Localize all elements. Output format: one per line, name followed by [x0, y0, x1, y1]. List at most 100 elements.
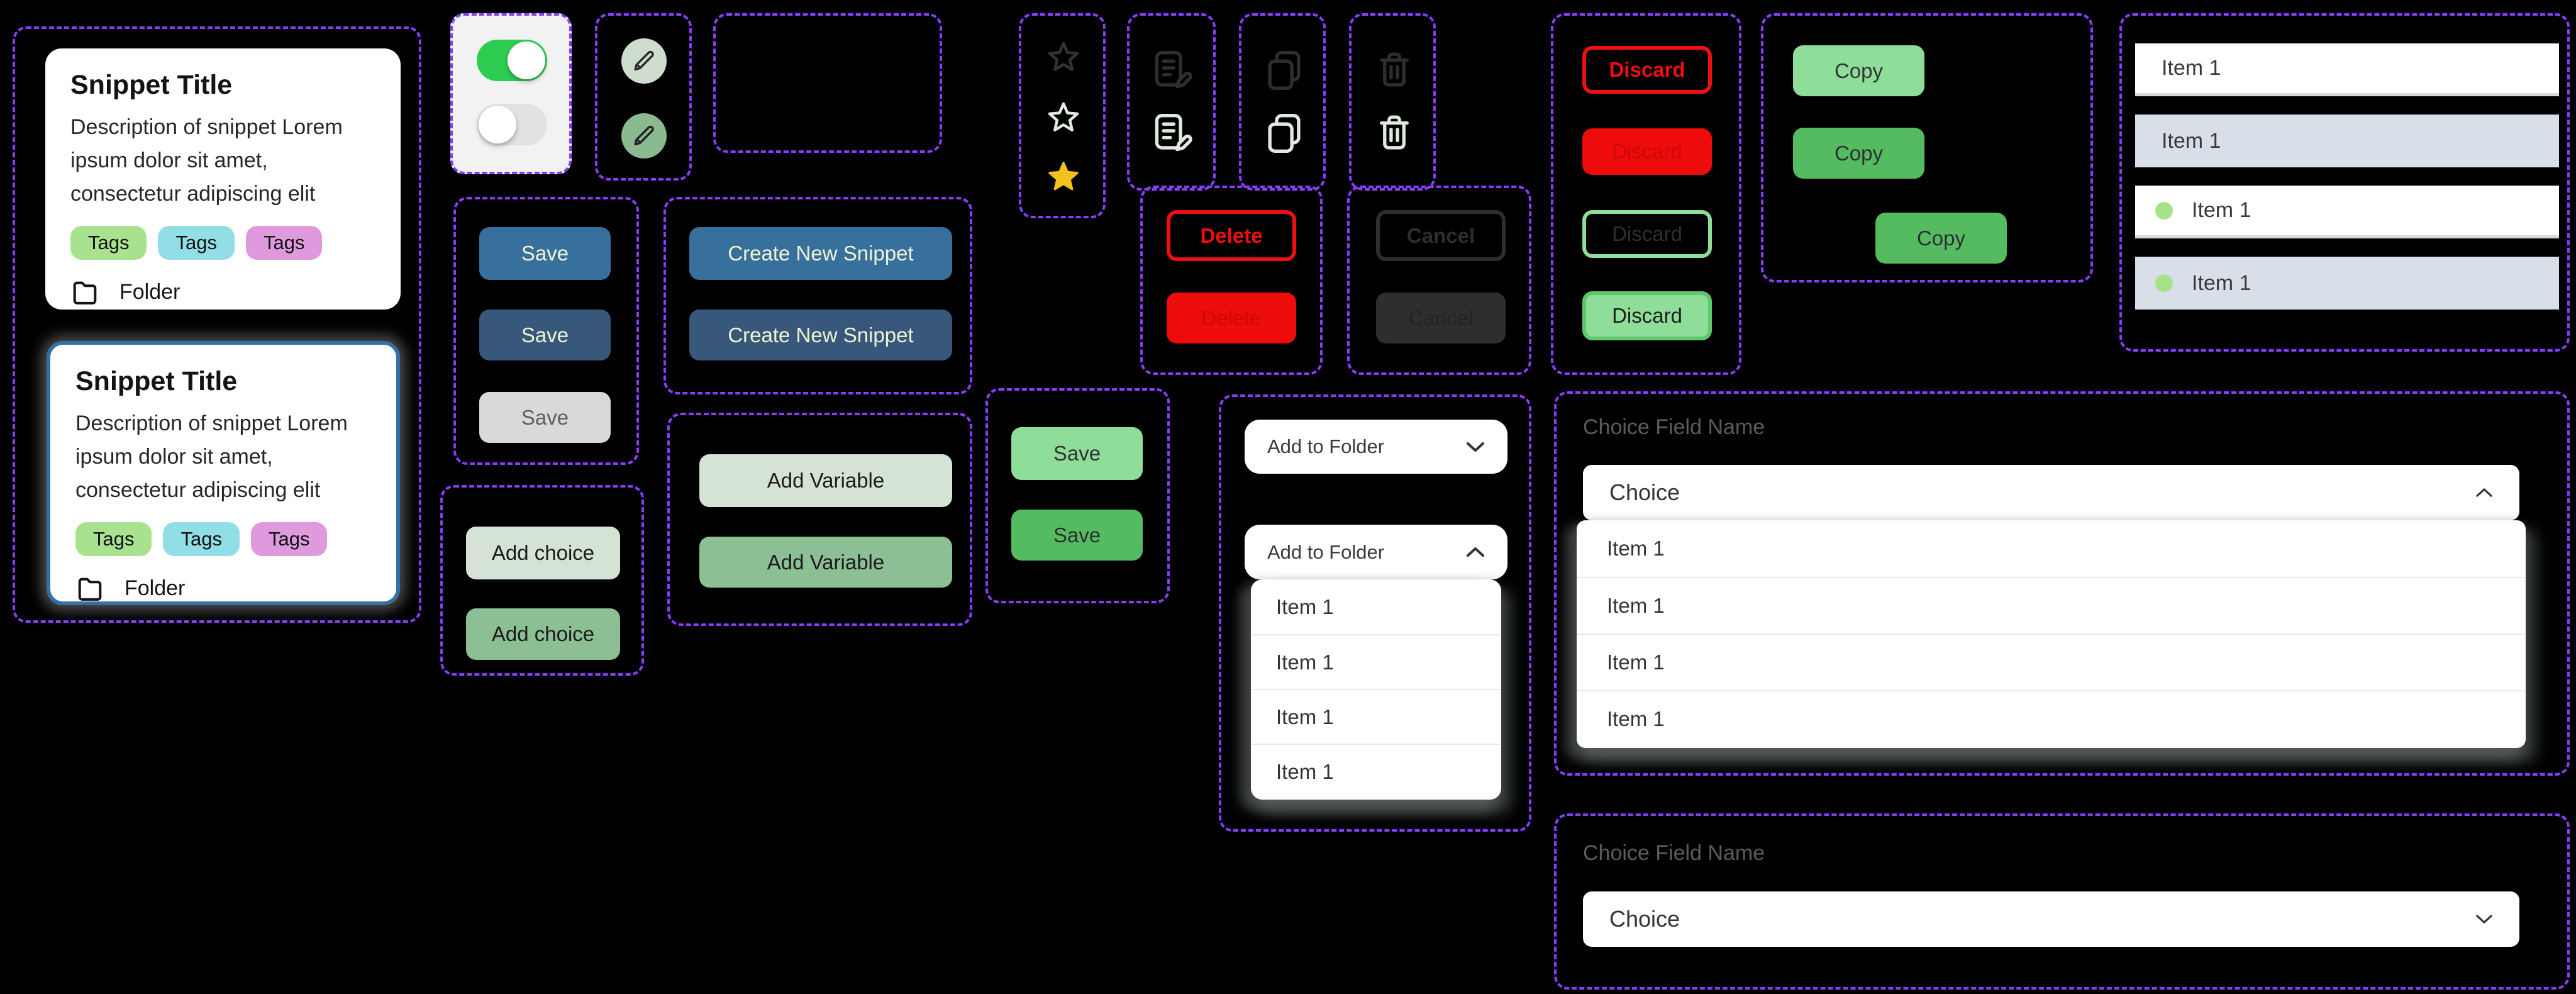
group-choice-field-open: Choice Field Name Choice Item 1 Item 1 I… — [1554, 391, 2570, 776]
list-item[interactable]: Item 1 — [2135, 43, 2559, 96]
group-create-snippet-buttons: Create New Snippet Create New Snippet — [663, 197, 972, 394]
group-save-green-buttons: Save Save — [985, 388, 1170, 603]
tag-chip: Tags — [75, 522, 152, 557]
group-cancel-buttons: Cancel Cancel — [1347, 186, 1531, 375]
group-copy-icon-buttons — [1239, 13, 1326, 191]
copy-button-green[interactable]: Copy — [1793, 128, 1924, 179]
edit-document-button-dark[interactable] — [1151, 48, 1195, 92]
discard-button-outline-red[interactable]: Discard — [1582, 46, 1712, 94]
list-item-with-dot-selected[interactable]: Item 1 — [2135, 257, 2559, 310]
choice-select-open[interactable]: Choice — [1583, 465, 2519, 520]
star-icon — [1046, 40, 1080, 74]
copy-button-green-indented[interactable]: Copy — [1875, 213, 2007, 264]
discard-button-filled-green[interactable]: Discard — [1582, 291, 1712, 340]
snippet-card[interactable]: Snippet Title Description of snippet Lor… — [45, 48, 401, 310]
discard-button-solid-red[interactable]: Discard — [1582, 128, 1712, 175]
list-item-selected[interactable]: Item 1 — [2135, 114, 2559, 167]
add-choice-button-green[interactable]: Add choice — [466, 608, 620, 660]
group-item-list: Item 1 Item 1 Item 1 Item 1 — [2119, 13, 2570, 352]
menu-item[interactable]: Item 1 — [1251, 689, 1501, 744]
group-toggles — [450, 13, 572, 174]
save-button-green[interactable]: Save — [1011, 510, 1143, 561]
trash-button-light[interactable] — [1374, 113, 1415, 154]
group-edit-circle-buttons — [595, 13, 692, 181]
save-button-primary[interactable]: Save — [479, 227, 611, 280]
choice-field-label: Choice Field Name — [1583, 415, 1765, 439]
chevron-up-icon — [1466, 547, 1485, 557]
delete-button-outline[interactable]: Delete — [1167, 210, 1296, 261]
menu-item[interactable]: Item 1 — [1607, 537, 1665, 560]
trash-button-dark[interactable] — [1374, 50, 1415, 91]
group-copy-buttons: Copy Copy Copy — [1761, 13, 2093, 282]
snippet-description: Description of snippet Lorem ipsum dolor… — [75, 411, 348, 503]
edit-button-light[interactable] — [621, 38, 667, 84]
tag-chip: Tags — [158, 226, 235, 260]
tag-list: Tags Tags Tags — [75, 522, 371, 557]
list-item-label: Item 1 — [2192, 271, 2251, 295]
toggle-knob — [508, 42, 545, 79]
menu-item[interactable]: Item 1 — [1577, 577, 2526, 634]
add-to-folder-dropdown-closed[interactable]: Add to Folder — [1245, 420, 1507, 474]
star-button-light[interactable] — [1046, 100, 1080, 134]
folder-label: Folder — [125, 576, 186, 600]
add-variable-button-green[interactable]: Add Variable — [699, 537, 952, 588]
copy-button-light[interactable]: Copy — [1793, 45, 1924, 96]
snippet-card-selected[interactable]: Snippet Title Description of snippet Lor… — [47, 341, 400, 605]
group-delete-buttons: Delete Delete — [1140, 186, 1323, 375]
menu-item[interactable]: Item 1 — [1577, 690, 2526, 747]
copy-icon — [1262, 111, 1306, 155]
delete-button-solid[interactable]: Delete — [1167, 293, 1296, 343]
choice-select-closed[interactable]: Choice — [1583, 891, 2519, 947]
cancel-button-solid[interactable]: Cancel — [1376, 293, 1506, 343]
save-button-green-light[interactable]: Save — [1011, 427, 1143, 480]
save-button-disabled[interactable]: Save — [479, 392, 611, 443]
tag-chip: Tags — [250, 522, 328, 557]
group-folder-dropdown: Add to Folder Add to Folder Item 1 Item … — [1219, 394, 1531, 832]
discard-button-outline-green[interactable]: Discard — [1582, 210, 1712, 258]
copy-button-light[interactable] — [1262, 111, 1306, 155]
choice-dropdown-menu: Item 1 Item 1 Item 1 Item 1 — [1577, 520, 2526, 748]
snippet-title: Snippet Title — [70, 70, 233, 100]
dropdown-value: Add to Folder — [1267, 435, 1385, 457]
star-icon — [1046, 100, 1080, 134]
add-choice-button-light[interactable]: Add choice — [466, 527, 620, 579]
tag-chip: Tags — [163, 522, 240, 557]
list-item-label: Item 1 — [2162, 128, 2221, 153]
chevron-up-icon — [2475, 488, 2493, 498]
toggle-on[interactable] — [477, 40, 547, 81]
folder-icon — [70, 277, 99, 306]
star-button-dark[interactable] — [1046, 40, 1080, 74]
add-variable-button-light[interactable]: Add Variable — [699, 454, 952, 507]
tag-chip: Tags — [70, 226, 147, 260]
create-new-snippet-button[interactable]: Create New Snippet — [689, 227, 952, 280]
edit-button-green[interactable] — [621, 113, 667, 159]
folder-row: Folder — [70, 277, 375, 306]
create-new-snippet-button-pressed[interactable]: Create New Snippet — [689, 310, 952, 360]
folder-icon — [75, 574, 104, 603]
select-value: Choice — [1609, 906, 1680, 932]
tag-chip: Tags — [245, 226, 323, 260]
folder-row: Folder — [75, 574, 371, 603]
star-button-filled[interactable] — [1046, 159, 1080, 193]
menu-item[interactable]: Item 1 — [1276, 595, 1334, 618]
dropdown-value: Add to Folder — [1267, 540, 1385, 563]
menu-item[interactable]: Item 1 — [1251, 744, 1501, 798]
edit-document-button-light[interactable] — [1151, 111, 1195, 155]
snippet-title: Snippet Title — [75, 366, 238, 396]
toggle-off[interactable] — [477, 104, 547, 145]
status-dot — [2155, 274, 2173, 292]
cancel-button-outline[interactable]: Cancel — [1376, 210, 1506, 261]
copy-button-dark[interactable] — [1262, 48, 1306, 92]
group-trash-icon-buttons — [1349, 13, 1436, 191]
folder-label: Folder — [119, 279, 180, 304]
save-button-pressed[interactable]: Save — [479, 310, 611, 360]
list-item-with-dot[interactable]: Item 1 — [2135, 186, 2559, 238]
menu-item[interactable]: Item 1 — [1577, 634, 2526, 690]
copy-icon — [1262, 48, 1306, 92]
pencil-icon — [631, 123, 657, 149]
select-value: Choice — [1609, 479, 1680, 505]
add-to-folder-dropdown-open[interactable]: Add to Folder — [1245, 525, 1507, 579]
menu-item[interactable]: Item 1 — [1251, 634, 1501, 689]
group-add-variable-buttons: Add Variable Add Variable — [667, 413, 972, 626]
chevron-down-icon — [1466, 442, 1485, 452]
